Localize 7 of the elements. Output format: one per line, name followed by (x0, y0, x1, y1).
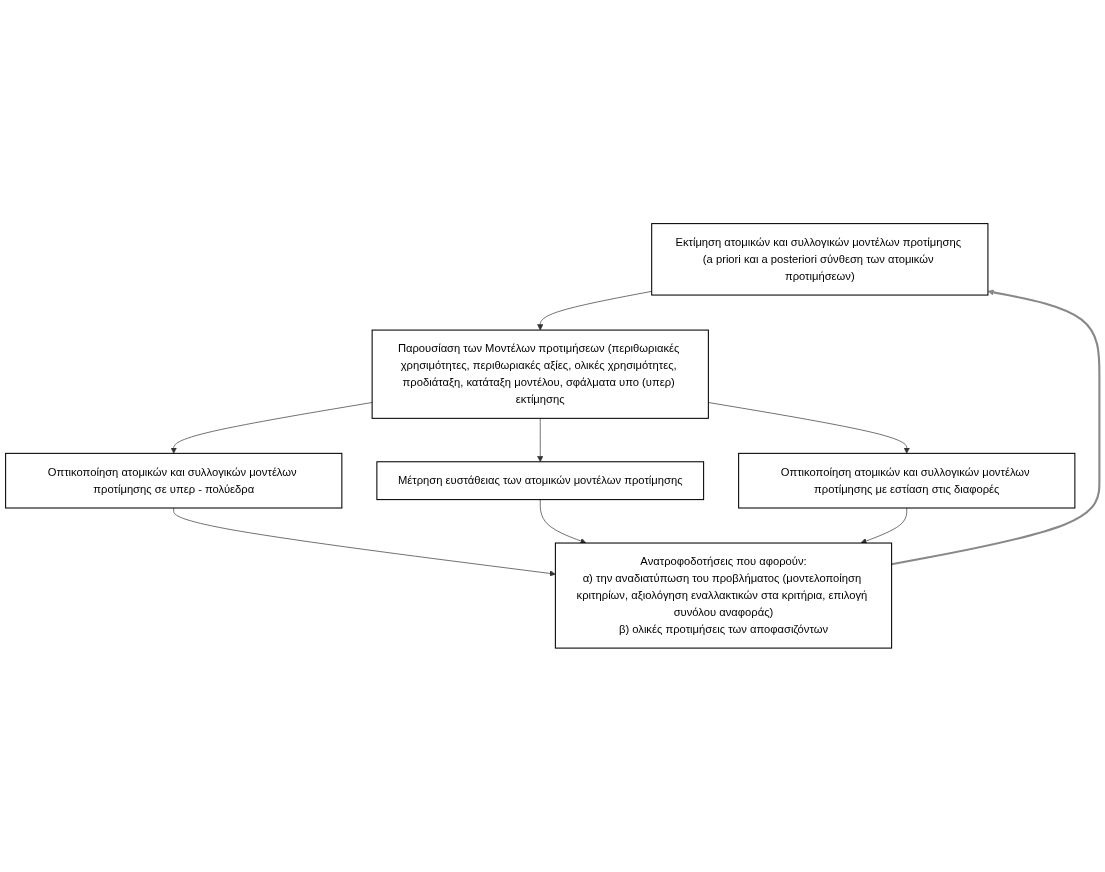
node-box: Ανατροφοδοτήσεις που αφορούν: α) την αναδιατύπωση του προβλήματος (μοντελοποίηση κριτηρίων, αξιολόγηση εναλλακτικών στα κριτήρια, επιλογή συνόλου αναφοράς) β) ολικές προτιμήσεις των αποφασιζόντων (554, 542, 893, 649)
node-box: Εκτίμηση ατομικών και συλλογικών μοντέλων προτίμησης (a priori και a posteriori σύνθεση των ατομικών προτιμήσεων) (651, 223, 989, 296)
node-box: Οπτικοποίηση ατομικών και συλλογικών μοντέλων προτίμησης σε υπερ - πολύεδρα (5, 452, 343, 509)
node-box: Μέτρηση ευστάθειας των ατομικών μοντέλων προτίμησης (376, 461, 705, 501)
node-box: Οπτικοποίηση ατομικών και συλλογικών μοντέλων προτίμησης με εστίαση στις διαφορές (738, 452, 1076, 509)
arrow (891, 289, 1101, 566)
node-box: Παρουσίαση των Μοντέλων προτιμήσεων (περιθωριακές χρησιμότητες, περιθωριακές αξίες, ολικές χρησιμότητες, προδιάταξη, κατάταξη μοντέλου, σφάλματα υπο (υπερ) εκτίμησης (371, 329, 709, 419)
